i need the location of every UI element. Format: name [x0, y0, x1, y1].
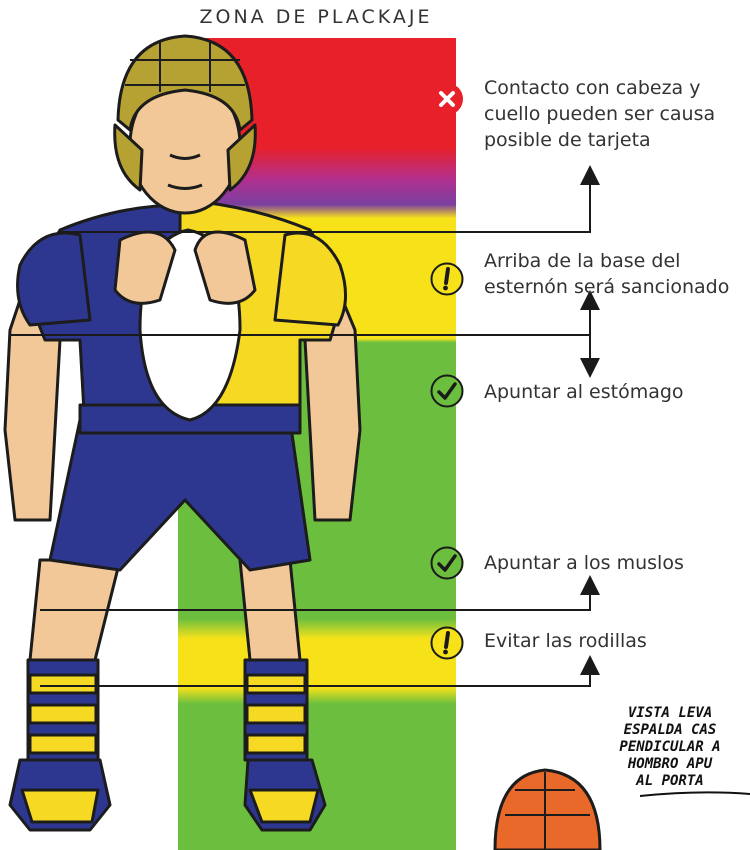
rugby-player-illustration [3, 34, 362, 832]
diagram-title: ZONA DE PLACKAJE [199, 6, 433, 28]
warning-icon [430, 262, 464, 296]
thigh-line [40, 575, 600, 611]
check-icon [430, 374, 464, 408]
warning-icon [430, 626, 464, 660]
side-note: VISTA LEVA ESPALDA CAS PENDICULAR A HOMB… [619, 705, 721, 789]
indicator-lines [10, 165, 600, 687]
note-underline [639, 791, 750, 797]
zone-label-stomach: Apuntar al estómago [484, 381, 684, 403]
helmet-illustration [493, 768, 602, 850]
x-icon [430, 82, 464, 116]
check-icon [430, 546, 464, 580]
head-zone-line [60, 165, 600, 233]
knee-line [40, 655, 600, 687]
shorts [48, 418, 312, 572]
zone-label-knees: Evitar las rodillas [484, 630, 647, 652]
zone-label-thighs: Apuntar a los muslos [484, 552, 684, 574]
